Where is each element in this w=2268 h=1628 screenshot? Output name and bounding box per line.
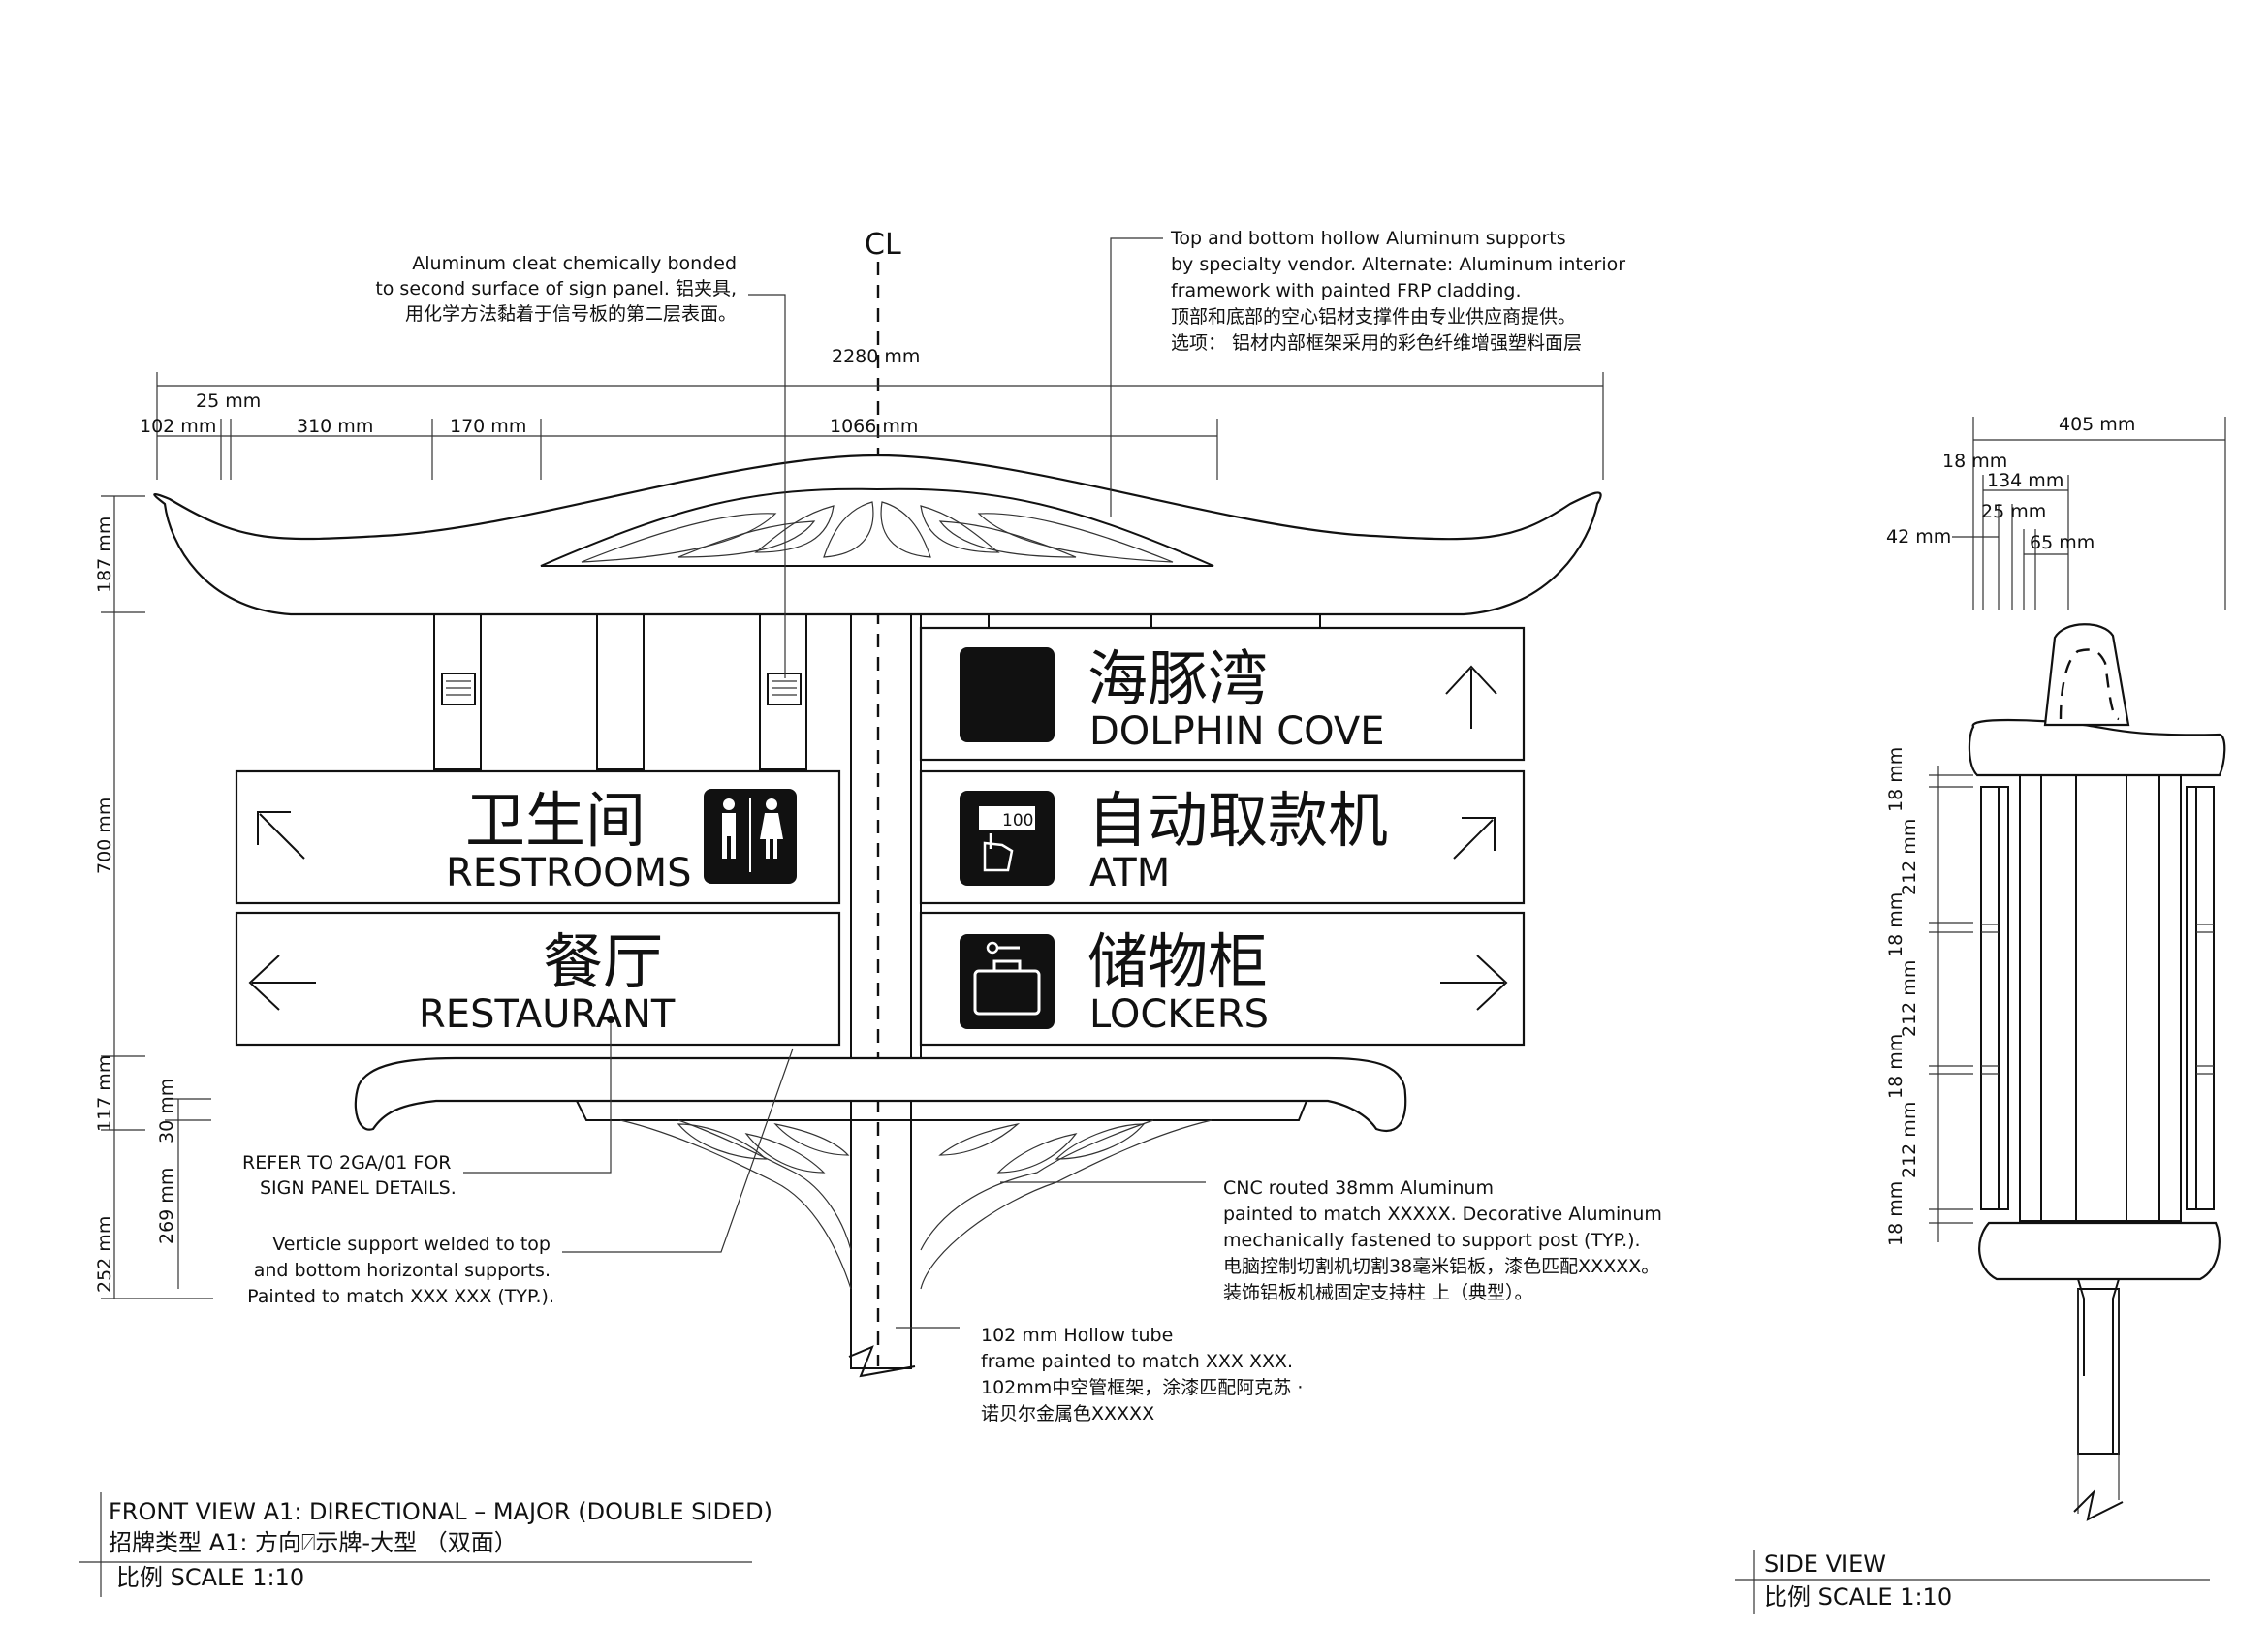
panel-restrooms-en: RESTROOMS	[446, 851, 692, 895]
dim-h269: 269 mm	[156, 1168, 177, 1244]
side-title-line1: SIDE VIEW	[1764, 1550, 1886, 1578]
side-dim-v18a: 18 mm	[1885, 747, 1906, 812]
cleat-left	[441, 673, 476, 705]
side-title-block: SIDE VIEW 比例 SCALE 1:10	[1735, 1550, 2210, 1614]
side-dim-25: 25 mm	[1981, 501, 2046, 522]
arrow-up-right-icon	[1453, 817, 1496, 860]
panel-atm-en: ATM	[1089, 851, 1170, 895]
side-dim-v18b: 18 mm	[1885, 892, 1906, 957]
panel-lockers-en: LOCKERS	[1089, 992, 1269, 1037]
atm-icon: 100	[960, 791, 1055, 886]
side-view: 405 mm 18 mm 134 mm 25 mm 42 mm 65 mm 18…	[1885, 414, 2226, 1521]
side-dim-v18d: 18 mm	[1885, 1181, 1906, 1246]
restroom-icon	[704, 789, 797, 884]
arrow-up-icon	[1445, 665, 1497, 729]
dim-h30: 30 mm	[156, 1079, 177, 1143]
dolphin-icon	[960, 647, 1055, 742]
panel-restaurant-cn: 餐厅	[543, 926, 663, 997]
dim-1066: 1066 mm	[830, 416, 918, 437]
note-cnc-5: 装饰铝板机械固定支持柱 上（典型）。	[1223, 1282, 1533, 1303]
cleat-right	[767, 673, 802, 705]
panel-atm: 100 自动取款机 ATM	[919, 769, 1526, 905]
panel-restaurant: 餐厅 RESTAURANT	[235, 911, 841, 1047]
arrow-right-icon	[1440, 955, 1508, 1011]
arrow-up-left-icon	[257, 811, 305, 860]
note-cnc-1: CNC routed 38mm Aluminum	[1223, 1177, 1494, 1199]
note-supports-2: by specialty vendor. Alternate: Aluminum…	[1171, 254, 1625, 275]
side-dim-v212b: 212 mm	[1899, 960, 1920, 1037]
panel-lockers: 储物柜 LOCKERS	[919, 911, 1526, 1047]
front-title-block: FRONT VIEW A1: DIRECTIONAL – MAJOR (DOUB…	[79, 1492, 772, 1597]
dim-310: 310 mm	[297, 416, 373, 437]
note-tube-3: 102mm中空管框架，涂漆匹配阿克苏 ·	[981, 1377, 1303, 1398]
note-tube-1: 102 mm Hollow tube	[981, 1325, 1173, 1346]
side-dim-v212c: 212 mm	[1899, 1102, 1920, 1178]
dim-overall-width: 2280 mm	[832, 346, 920, 367]
front-title-scale: 比例 SCALE 1:10	[116, 1564, 304, 1591]
dim-102: 102 mm	[140, 416, 216, 437]
dim-25: 25 mm	[196, 391, 261, 412]
note-cnc-3: mechanically fastened to support post (T…	[1223, 1230, 1641, 1251]
note-verticle-2: and bottom horizontal supports.	[254, 1260, 551, 1281]
panel-lockers-cn: 储物柜	[1087, 926, 1268, 997]
atm-icon-label: 100	[1002, 811, 1033, 830]
arrow-left-icon	[248, 955, 316, 1011]
note-verticle-1: Verticle support welded to top	[272, 1234, 551, 1255]
note-refer-2: SIGN PANEL DETAILS.	[260, 1177, 457, 1199]
dim-h117: 117 mm	[94, 1055, 115, 1132]
side-dim-405: 405 mm	[2059, 414, 2135, 435]
note-supports-5: 选项： 铝材内部框架采用的彩色纤维增强塑料面层	[1171, 332, 1582, 354]
locker-icon	[960, 934, 1055, 1029]
side-dim-42: 42 mm	[1886, 526, 1951, 548]
note-supports-4: 顶部和底部的空心铝材支撑件由专业供应商提供。	[1171, 306, 1576, 328]
note-tube-2: frame painted to match XXX XXX.	[981, 1351, 1293, 1372]
panel-restaurant-en: RESTAURANT	[419, 992, 676, 1037]
dim-h187: 187 mm	[94, 517, 115, 593]
dim-170: 170 mm	[450, 416, 526, 437]
side-dim-65: 65 mm	[2030, 532, 2095, 553]
top-crown	[153, 454, 1602, 616]
dim-h700: 700 mm	[94, 798, 115, 874]
panel-dolphin-cove: 海豚湾 DOLPHIN COVE	[919, 626, 1526, 762]
bottom-base	[354, 1056, 1407, 1378]
note-cnc-2: painted to match XXXXX. Decorative Alumi…	[1223, 1204, 1662, 1225]
note-cleat-2: to second surface of sign panel. 铝夹具,	[375, 278, 737, 299]
front-title-line2: 招牌类型 A1: 方向⍁示牌-大型 （双面）	[109, 1529, 518, 1556]
side-dim-v18c: 18 mm	[1885, 1034, 1906, 1099]
centerline-symbol: CL	[865, 228, 901, 262]
front-title-line1: FRONT VIEW A1: DIRECTIONAL – MAJOR (DOUB…	[109, 1498, 772, 1525]
centerline: CL	[865, 228, 901, 1366]
note-supports-3: framework with painted FRP cladding.	[1171, 280, 1522, 301]
panel-restrooms-cn: 卫生间	[465, 785, 646, 856]
side-dim-v212a: 212 mm	[1899, 819, 1920, 895]
note-cleat-3: 用化学方法黏着于信号板的第二层表面。	[405, 303, 737, 325]
panel-restrooms: 卫生间 RESTROOMS	[235, 769, 841, 905]
note-cnc-4: 电脑控制切割机切割38毫米铝板，漆色匹配XXXXX。	[1223, 1256, 1659, 1277]
panel-atm-cn: 自动取款机	[1087, 785, 1388, 856]
side-title-scale: 比例 SCALE 1:10	[1764, 1583, 1952, 1611]
note-cleat-1: Aluminum cleat chemically bonded	[412, 253, 737, 274]
annotations: Aluminum cleat chemically bonded to seco…	[242, 228, 1662, 1424]
note-supports-1: Top and bottom hollow Aluminum supports	[1170, 228, 1566, 249]
panel-dolphin-cn: 海豚湾	[1087, 643, 1268, 714]
side-dim-18: 18 mm	[1942, 451, 2007, 472]
note-refer-1: REFER TO 2GA/01 FOR	[242, 1152, 452, 1174]
front-dimensions: 2280 mm 25 mm 102 mm 310 mm 170 mm 1066 …	[94, 346, 1604, 1299]
dim-h252: 252 mm	[94, 1216, 115, 1293]
note-verticle-3: Painted to match XXX XXX (TYP.).	[247, 1286, 554, 1307]
panel-dolphin-en: DOLPHIN COVE	[1089, 709, 1385, 754]
note-tube-4: 诺贝尔金属色XXXXX	[981, 1403, 1154, 1424]
side-dim-134: 134 mm	[1987, 470, 2063, 491]
